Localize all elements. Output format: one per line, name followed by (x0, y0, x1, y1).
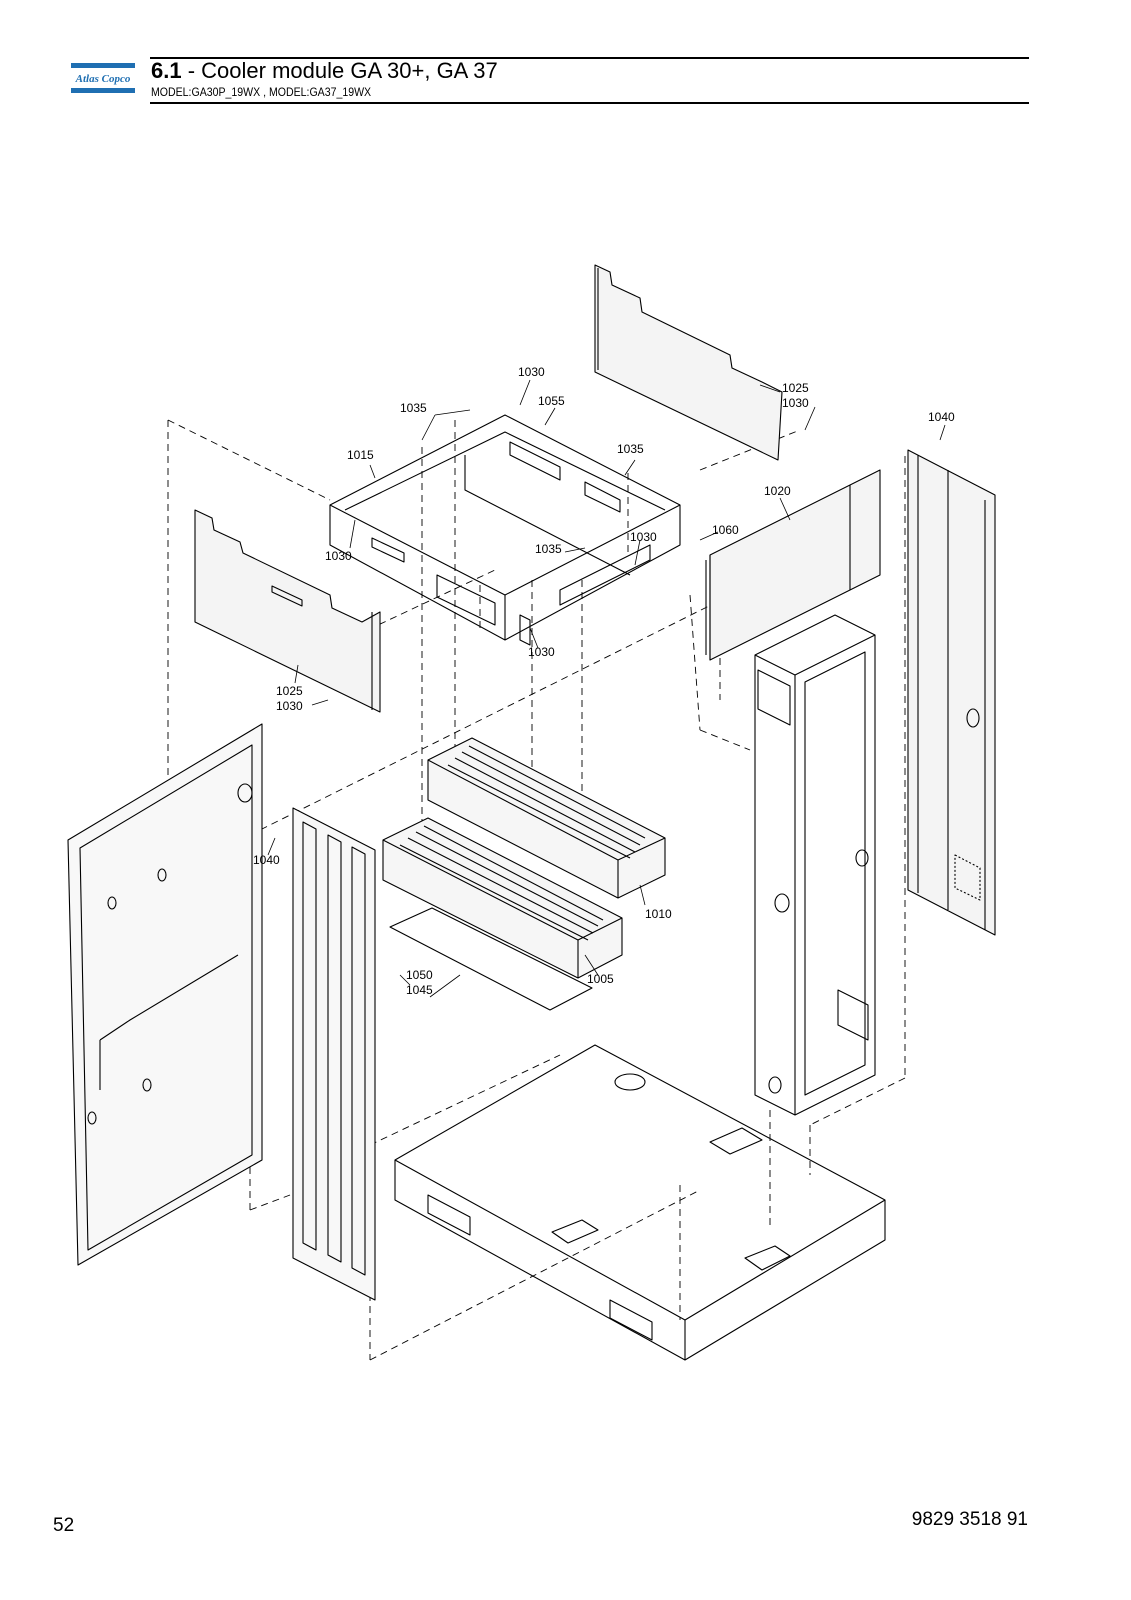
callout-1030-top: 1030 (518, 365, 545, 379)
callout-1035-mid: 1035 (617, 442, 644, 456)
model-list: MODEL:GA30P_19WX , MODEL:GA37_19WX (151, 85, 372, 99)
section-title: Cooler module GA 30+, GA 37 (201, 58, 498, 83)
callout-1030-right: 1030 (782, 396, 809, 410)
top-panel-left (194, 509, 381, 713)
callout-1005: 1005 (587, 972, 614, 986)
front-grille-panel (292, 807, 376, 1301)
cooler-lower (382, 817, 623, 979)
svg-text:Atlas Copco: Atlas Copco (75, 73, 131, 85)
page-title: 6.1 - Cooler module GA 30+, GA 37 (151, 58, 498, 84)
callout-1040-right: 1040 (928, 410, 955, 424)
side-panel-right (907, 449, 996, 936)
header-rule-bottom (150, 102, 1029, 104)
callout-1055: 1055 (538, 394, 565, 408)
base-plate (394, 1044, 886, 1361)
callout-1035-center: 1035 (535, 542, 562, 556)
upper-frame (329, 414, 681, 646)
callout-1030-left: 1030 (276, 699, 303, 713)
top-panel-right (594, 264, 783, 461)
callout-1025-left: 1025 (276, 684, 303, 698)
cooler-upper (427, 737, 666, 899)
section-separator: - (181, 58, 202, 83)
callout-1015: 1015 (347, 448, 374, 462)
side-panel-1020 (705, 469, 881, 661)
atlas-copco-logo: Atlas Copco (71, 63, 135, 93)
rear-panel-left (67, 723, 263, 1266)
callout-1040-left: 1040 (253, 853, 280, 867)
cover-plate (389, 907, 593, 1011)
callout-1030-center: 1030 (630, 530, 657, 544)
callout-1030-frame-left: 1030 (325, 549, 352, 563)
header-rule-top (150, 57, 1029, 59)
document-number: 9829 3518 91 (911, 1509, 1028, 1530)
callout-1035-left: 1035 (400, 401, 427, 415)
callout-1050: 1050 (406, 968, 433, 982)
callout-1060: 1060 (712, 523, 739, 537)
callout-1025-right: 1025 (782, 381, 809, 395)
section-number: 6.1 (151, 58, 182, 83)
callout-leaders (267, 379, 946, 998)
vertical-column (754, 614, 876, 1116)
callout-1045: 1045 (406, 983, 433, 997)
page-number: 52 (53, 1515, 75, 1536)
callout-1020: 1020 (764, 484, 791, 498)
callout-1010: 1010 (645, 907, 672, 921)
callout-1030-bottom: 1030 (528, 645, 555, 659)
